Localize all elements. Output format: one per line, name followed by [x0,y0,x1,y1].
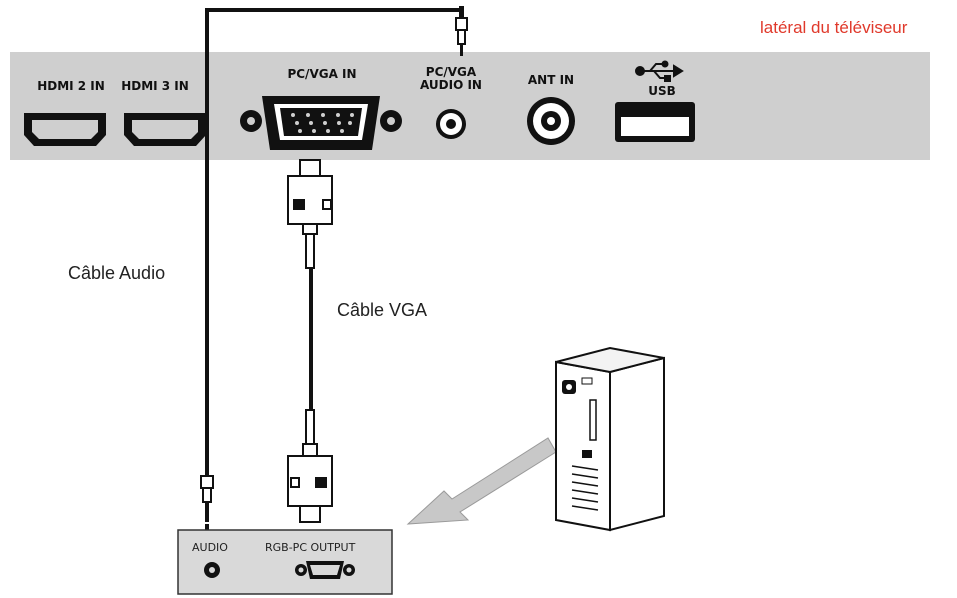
usb-label: USB [648,84,676,98]
rgb-output-port [295,561,355,579]
pc-rgb-label: RGB-PC OUTPUT [265,541,356,554]
hdmi2-label: HDMI 2 IN [37,79,105,93]
side-label: latéral du téléviseur [760,18,908,37]
pc-vga-label: PC/VGA IN [287,67,357,81]
vga-port-tv [240,96,402,150]
pc-vga-audio-line1: PC/VGA [425,65,477,79]
ant-in-port [527,97,575,145]
pc-vga-audio-line2: AUDIO IN [420,78,482,92]
pc-audio-label: AUDIO [192,541,228,554]
hdmi3-port [124,113,206,146]
pc-vga-audio-label: PC/VGA AUDIO IN [406,66,496,92]
usb-icon [635,60,684,82]
vga-plug-tv [287,159,333,269]
audio-plug-pc [200,475,214,530]
vga-cable-label: Câble VGA [337,300,428,320]
pc-rear-panel [177,529,393,595]
ant-in-label: ANT IN [527,73,575,87]
usb-port [615,102,695,142]
audio-in-jack [436,109,466,139]
hdmi3-label: HDMI 3 IN [121,79,189,93]
vga-plug-pc [287,409,333,523]
audio-plug-tv [455,6,468,56]
computer-tower-icon [555,346,665,532]
audio-cable-label: Câble Audio [68,263,166,283]
pointer-arrow [406,437,557,525]
hdmi2-port [24,113,106,146]
audio-cable [205,8,461,478]
